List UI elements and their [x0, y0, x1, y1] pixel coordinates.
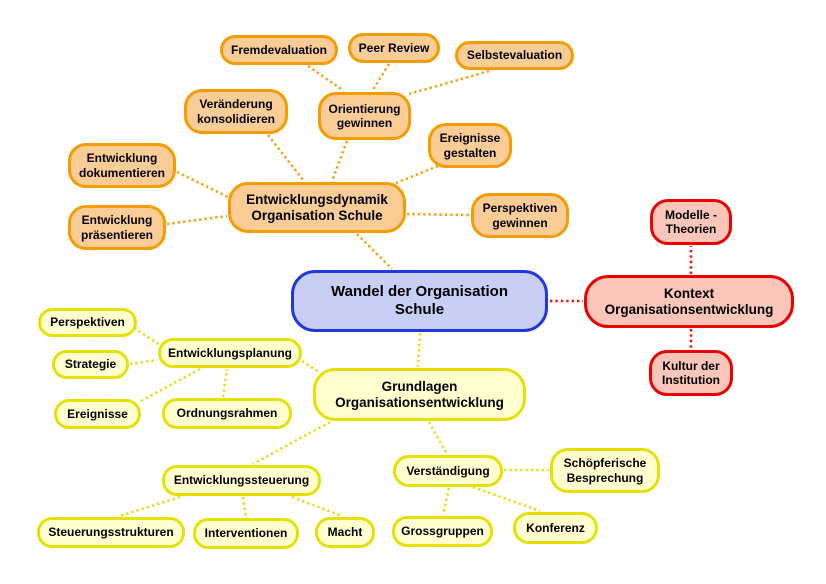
edge-grundlagen-entwicklungssteuerung: [252, 420, 331, 466]
node-wandel[interactable]: Wandel der Organisation Schule: [291, 270, 548, 332]
edge-grundlagen-verstaendigung: [427, 421, 449, 455]
edge-entwicklungssteuerung-steuerungsstrukturen: [119, 495, 181, 518]
node-entwicklungsplanung[interactable]: Entwicklungsplanung: [158, 338, 302, 368]
edge-veraenderung-konsolidieren-entwicklungsdynamik: [266, 134, 306, 182]
node-perspektiven-gewinnen[interactable]: Perspektiven gewinnen: [471, 193, 569, 238]
node-grundlagen[interactable]: Grundlagen Organisationsentwicklung: [313, 368, 526, 421]
edge-ereignisse-gestalten-entwicklungsdynamik: [395, 162, 444, 185]
node-macht[interactable]: Macht: [315, 517, 375, 548]
edge-verstaendigung-konferenz: [472, 485, 541, 513]
edge-orientierung-gewinnen-entwicklungsdynamik: [330, 140, 349, 182]
edge-entwicklung-praesentieren-entwicklungsdynamik: [166, 214, 228, 226]
node-entwicklung-praesentieren[interactable]: Entwicklung präsentieren: [68, 205, 166, 250]
node-konferenz[interactable]: Konferenz: [513, 512, 598, 544]
edge-verstaendigung-grossgruppen: [441, 487, 451, 516]
node-entwicklungssteuerung[interactable]: Entwicklungssteuerung: [162, 465, 321, 496]
node-orientierung-gewinnen[interactable]: Orientierung gewinnen: [318, 92, 411, 140]
edge-entwicklungssteuerung-macht: [291, 495, 343, 518]
edge-entwicklungsplanung-grundlagen: [301, 359, 320, 374]
edge-ereignisse-entwicklungsplanung: [140, 367, 201, 403]
node-fremdevaluation[interactable]: Fremdevaluation: [220, 35, 338, 65]
node-entwicklung-dokumentieren[interactable]: Entwicklung dokumentieren: [68, 143, 176, 188]
node-ordnungsrahmen[interactable]: Ordnungsrahmen: [162, 398, 292, 429]
node-ereignisse-gestalten[interactable]: Ereignisse gestalten: [428, 123, 512, 168]
node-ereignisse[interactable]: Ereignisse: [54, 399, 141, 429]
node-entwicklungsdynamik[interactable]: Entwicklungsdynamik Organisation Schule: [228, 182, 406, 233]
node-kontext[interactable]: Kontext Organisationsentwicklung: [584, 275, 794, 328]
node-verstaendigung[interactable]: Verständigung: [393, 455, 503, 487]
node-peer-review[interactable]: Peer Review: [348, 33, 440, 63]
edge-entwicklungssteuerung-interventionen: [241, 496, 248, 518]
node-selbstevaluation[interactable]: Selbstevaluation: [455, 41, 574, 70]
edge-peer-review-orientierung-gewinnen: [371, 63, 391, 91]
edge-strategie-entwicklungsplanung: [129, 358, 158, 366]
edge-selbstevaluation-orientierung-gewinnen: [408, 69, 490, 96]
node-modelle-theorien[interactable]: Modelle - Theorien: [650, 199, 732, 245]
edge-perspektiven-entwicklungsplanung: [133, 326, 161, 347]
node-veraenderung-konsolidieren[interactable]: Veränderung konsolidieren: [184, 89, 288, 134]
node-schoepferische-besprechung[interactable]: Schöpferische Besprechung: [550, 448, 660, 493]
edge-entwicklungsdynamik-wandel: [356, 233, 393, 270]
node-grossgruppen[interactable]: Grossgruppen: [392, 516, 493, 547]
edge-fremdevaluation-orientierung-gewinnen: [307, 64, 345, 93]
edge-wandel-grundlagen: [416, 332, 422, 368]
node-perspektiven[interactable]: Perspektiven: [38, 308, 137, 337]
edge-ordnungsrahmen-entwicklungsplanung: [221, 368, 229, 398]
node-steuerungsstrukturen[interactable]: Steuerungsstrukturen: [37, 517, 185, 548]
edge-entwicklungsdynamik-perspektiven-gewinnen: [406, 212, 471, 217]
node-kultur-institution[interactable]: Kultur der Institution: [649, 350, 733, 396]
node-strategie[interactable]: Strategie: [52, 350, 129, 379]
edge-entwicklung-dokumentieren-entwicklungsdynamik: [176, 170, 231, 200]
node-interventionen[interactable]: Interventionen: [193, 518, 299, 549]
